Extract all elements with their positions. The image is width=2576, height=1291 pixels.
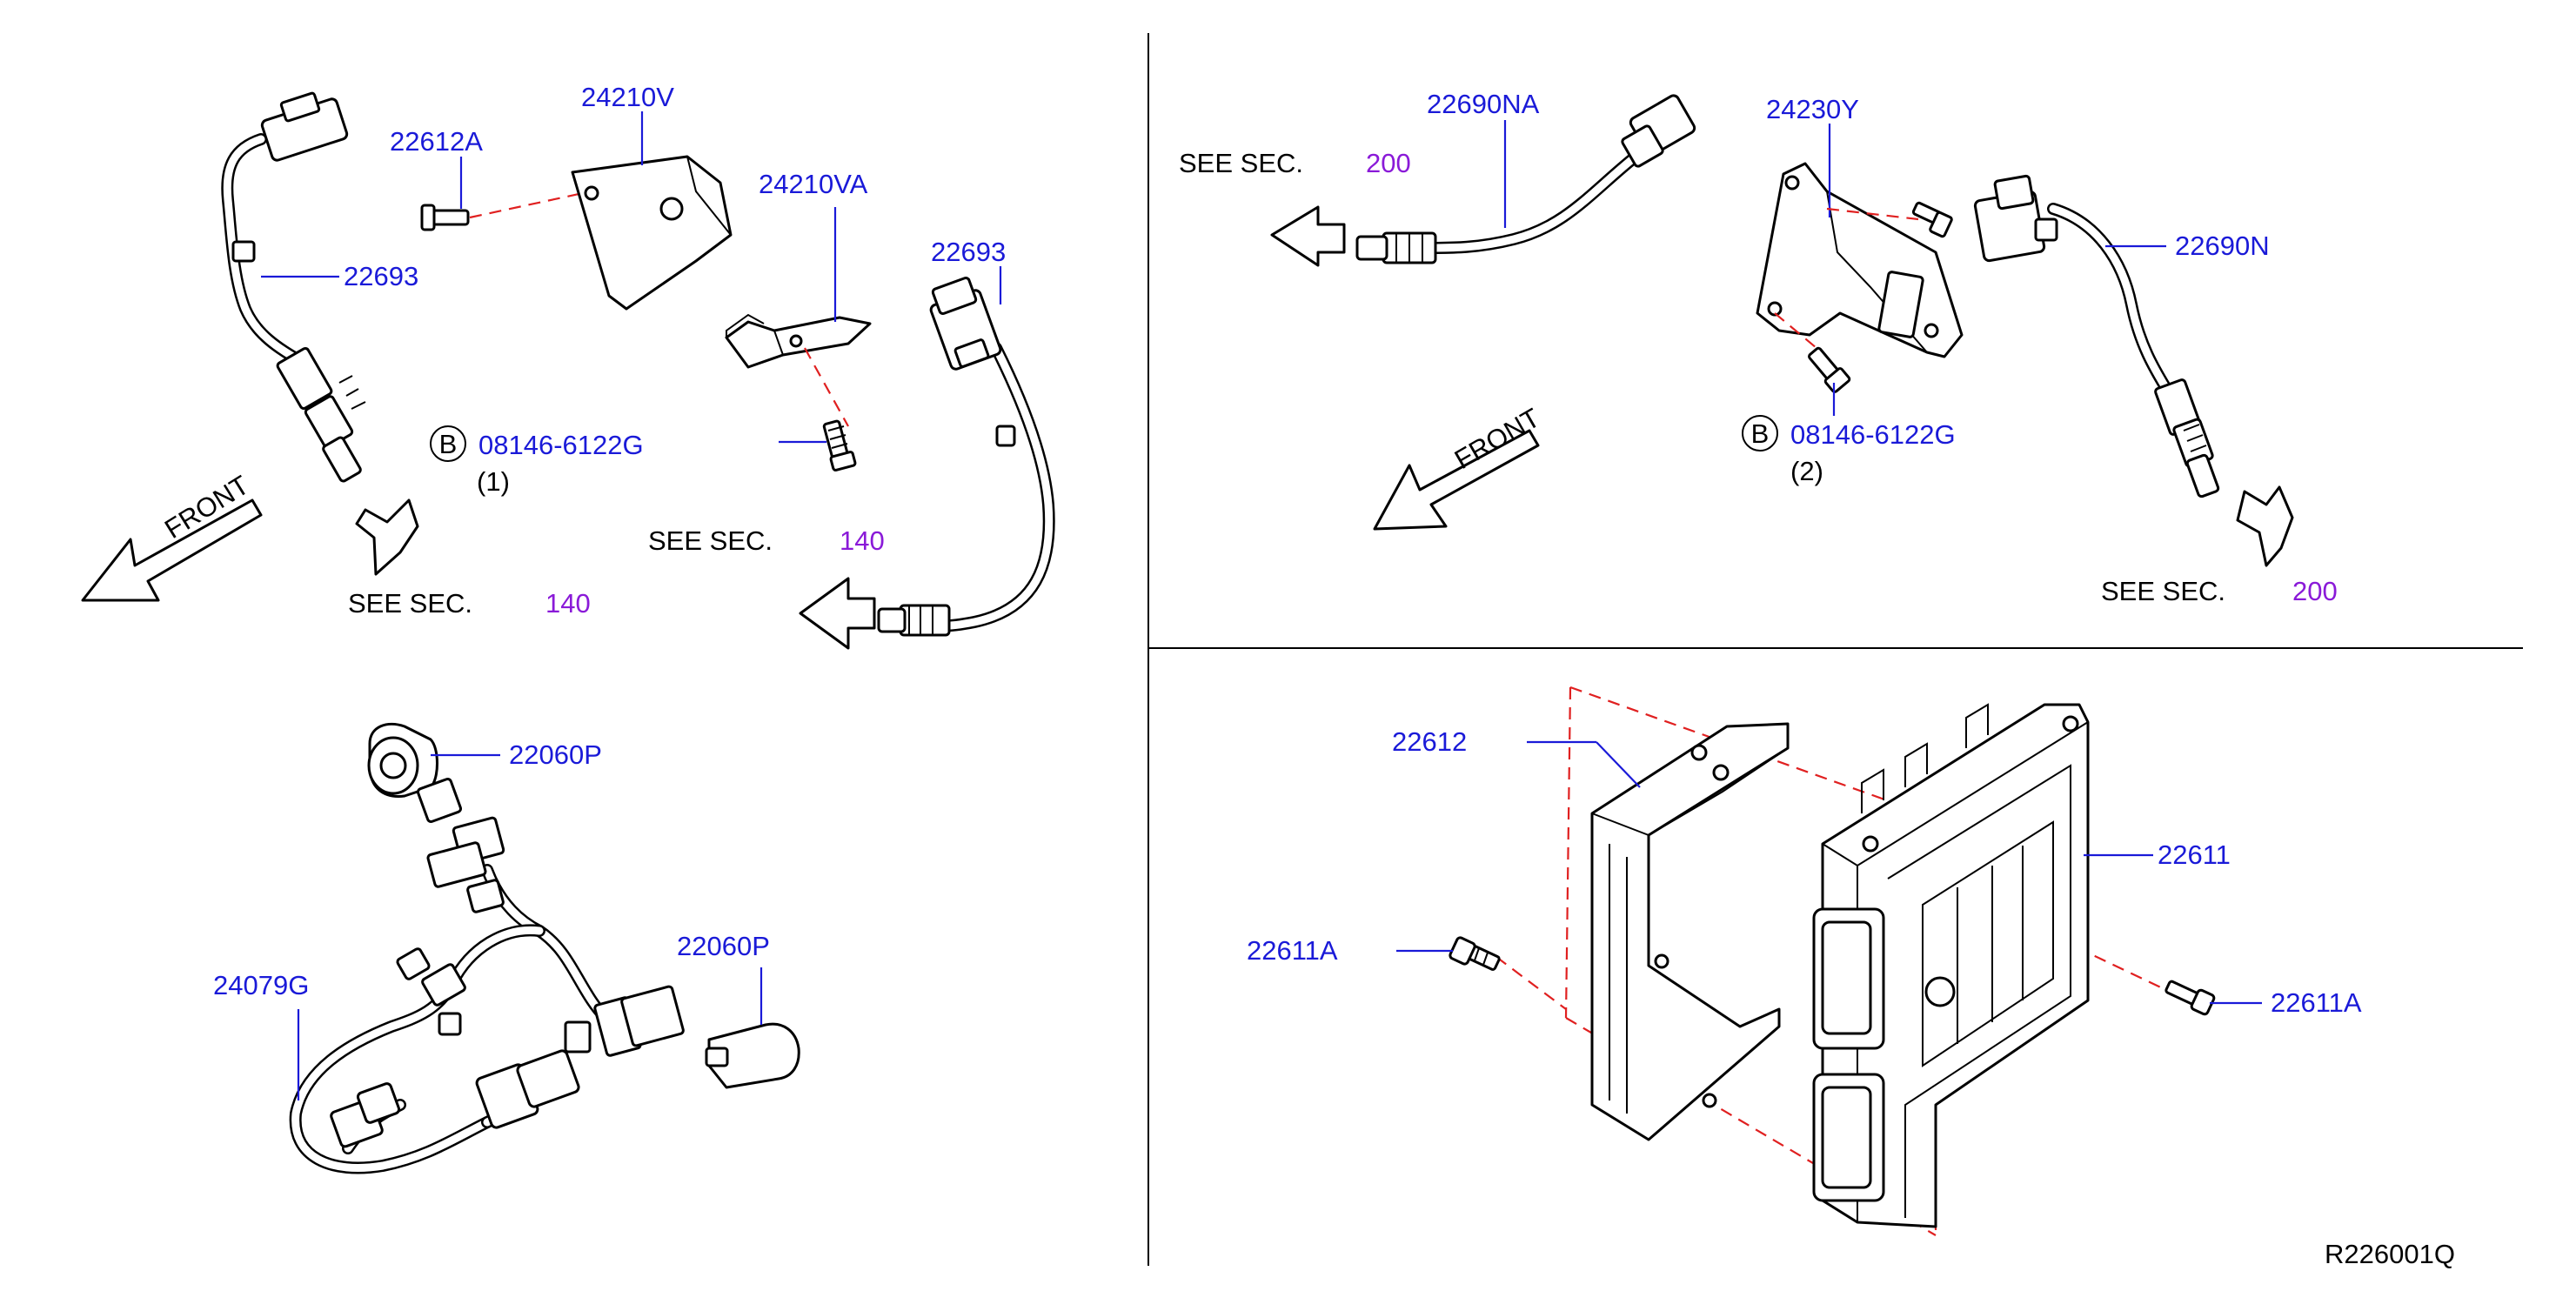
bolt-upper-24230y	[1911, 201, 1953, 238]
label-24079g: 24079G	[213, 970, 309, 1000]
label-22611: 22611	[2158, 839, 2231, 870]
label-22611a-right: 22611A	[2271, 987, 2362, 1018]
label-22690n: 22690N	[2175, 231, 2270, 261]
bracket-24230y	[1756, 162, 1964, 358]
knock-sensor-bottom	[705, 1022, 800, 1089]
label-see-3-section: 200	[1366, 148, 1411, 178]
label-22690na: 22690NA	[1427, 89, 1540, 119]
see-arrow-2	[799, 577, 876, 650]
label-22693-left: 22693	[344, 261, 418, 291]
label-see-3: SEE SEC.	[1179, 148, 1303, 178]
label-see-2-section: 140	[840, 525, 885, 556]
bolt-circle-2-letter: B	[1751, 418, 1770, 449]
oxygen-sensor-left	[221, 91, 366, 483]
oxygen-sensor-22690n	[1973, 174, 2220, 498]
ecm-assembly-dashed-guide	[1564, 686, 1937, 1236]
see-arrow-3	[1270, 205, 1346, 267]
ecm-bracket-22612	[1590, 722, 1790, 1141]
front-arrow-1	[81, 498, 263, 602]
label-22060p-bottom: 22060P	[677, 931, 770, 961]
oxygen-sensor-right	[877, 277, 1055, 637]
oxygen-sensor-22690na	[1355, 94, 1696, 264]
bolt-22611a-left	[1449, 936, 1501, 971]
label-see-4-section: 200	[2292, 576, 2338, 606]
see-arrow-1	[355, 498, 419, 576]
label-24210va: 24210VA	[759, 169, 868, 199]
label-bolt-code-2: 08146-6122G	[1790, 419, 1956, 450]
bolt-22612a	[420, 204, 470, 231]
knock-sensor-harness	[289, 816, 685, 1174]
label-bolt-qty-1: (1)	[477, 466, 510, 497]
front-arrow-2	[1373, 429, 1540, 531]
label-24230y: 24230Y	[1766, 94, 1859, 124]
label-22612: 22612	[1392, 726, 1467, 757]
bolt-circle-1-letter: B	[439, 429, 458, 459]
label-24210v: 24210V	[581, 82, 674, 112]
bolt-circle-1	[430, 425, 466, 462]
label-see-1: SEE SEC.	[348, 588, 472, 619]
label-22060p-top: 22060P	[509, 739, 602, 770]
bolt-b-1	[822, 419, 857, 472]
label-see-2: SEE SEC.	[648, 525, 773, 556]
bolt-lower-24230y	[1808, 346, 1851, 393]
bolt-circle-2	[1742, 415, 1778, 452]
knock-sensor-top	[367, 722, 463, 824]
label-see-4: SEE SEC.	[2101, 576, 2225, 606]
label-22693-right: 22693	[931, 237, 1006, 267]
diagram-id: R226001Q	[2325, 1239, 2455, 1269]
bracket-24210va	[725, 313, 872, 369]
label-22612a: 22612A	[390, 126, 483, 157]
bracket-24210v	[571, 155, 733, 311]
label-22611a-left: 22611A	[1247, 935, 1338, 966]
label-bolt-qty-2: (2)	[1790, 456, 1823, 486]
ecm-unit-22611	[1812, 703, 2090, 1228]
see-arrow-4	[2236, 485, 2294, 567]
label-see-1-section: 140	[545, 588, 591, 619]
label-bolt-code-1: 08146-6122G	[478, 430, 644, 460]
bolt-22611a-right	[2165, 980, 2216, 1016]
